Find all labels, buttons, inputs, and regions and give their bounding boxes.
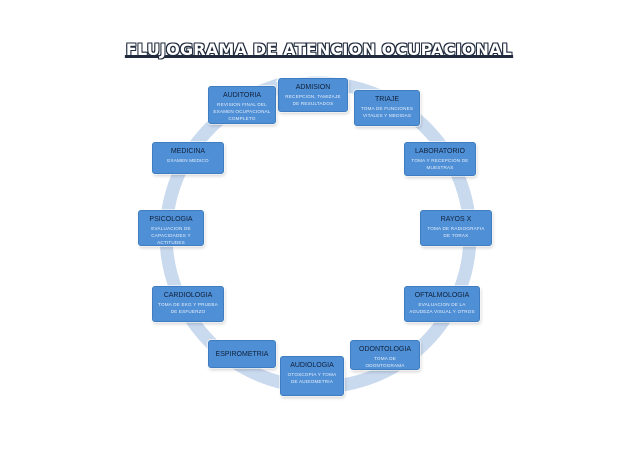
node-title: TRIAJE: [374, 96, 400, 103]
node-description: TOMA DE FUNCIONES VITALES Y MEDIDAS: [360, 106, 414, 118]
node-title: LABORATORIO: [415, 148, 465, 155]
node-rayos-x: RAYOS X TOMA DE RADIOGRAFIA DE TORAX: [420, 210, 492, 246]
node-description: OTOSCOPIA Y TOMA DE AUDIOMETRIA: [287, 372, 337, 384]
node-description: TOMA DE ODONTOGRAMA: [365, 356, 405, 368]
node-description: EVALUACION DE LA AGUDEZA VISUAL Y OTROS: [409, 302, 475, 314]
node-psicologia: PSICOLOGIA EVALUACION DE CAPACIDADES Y A…: [138, 210, 204, 246]
node-description: TOMA Y RECEPCION DE MUESTRAS: [411, 158, 469, 170]
node-triaje: TRIAJE TOMA DE FUNCIONES VITALES Y MEDID…: [354, 90, 420, 126]
node-description: EXAMEN MEDICO: [167, 158, 209, 163]
node-auditoria: AUDITORIA REVISION FINAL DEL EXAMEN OCUP…: [208, 86, 276, 124]
node-title: RAYOS X: [440, 216, 472, 223]
node-medicina: MEDICINA EXAMEN MEDICO: [152, 142, 224, 174]
node-title: MEDICINA: [170, 148, 206, 155]
node-title: PSICOLOGIA: [149, 216, 193, 223]
node-description: TOMA DE RADIOGRAFIA DE TORAX: [427, 226, 485, 238]
node-laboratorio: LABORATORIO TOMA Y RECEPCION DE MUESTRAS: [404, 142, 476, 176]
diagram-title: FLUJOGRAMA DE ATENCION OCUPACIONAL: [125, 40, 513, 59]
node-oftalmologia: OFTALMOLOGIA EVALUACION DE LA AGUDEZA VI…: [404, 286, 480, 322]
node-title: OFTALMOLOGIA: [414, 292, 470, 299]
node-espirometria: ESPIROMETRIA: [208, 340, 276, 368]
node-audiologia: AUDIOLOGIA OTOSCOPIA Y TOMA DE AUDIOMETR…: [280, 356, 344, 396]
node-title: AUDITORIA: [223, 92, 261, 99]
node-description: RECEPCION, TAMIZAJE DE RESULTADOS: [285, 94, 341, 106]
node-title: ESPIROMETRIA: [215, 351, 269, 358]
node-description: TOMA DE EKG Y PRUEBA DE ESFUERZO: [158, 302, 218, 314]
node-cardiologia: CARDIOLOGIA TOMA DE EKG Y PRUEBA DE ESFU…: [152, 286, 224, 322]
node-description: EVALUACION DE CAPACIDADES Y ACTITUDES: [151, 226, 191, 245]
node-odontologia: ODONTOLOGIA TOMA DE ODONTOGRAMA: [350, 340, 420, 370]
node-title: ADMISION: [295, 84, 331, 91]
node-description: REVISION FINAL DEL EXAMEN OCUPACIONAL CO…: [213, 102, 271, 121]
node-title: CARDIOLOGIA: [163, 292, 213, 299]
node-title: ODONTOLOGIA: [359, 346, 411, 353]
node-title: AUDIOLOGIA: [290, 362, 334, 369]
node-admision: ADMISION RECEPCION, TAMIZAJE DE RESULTAD…: [278, 78, 348, 112]
